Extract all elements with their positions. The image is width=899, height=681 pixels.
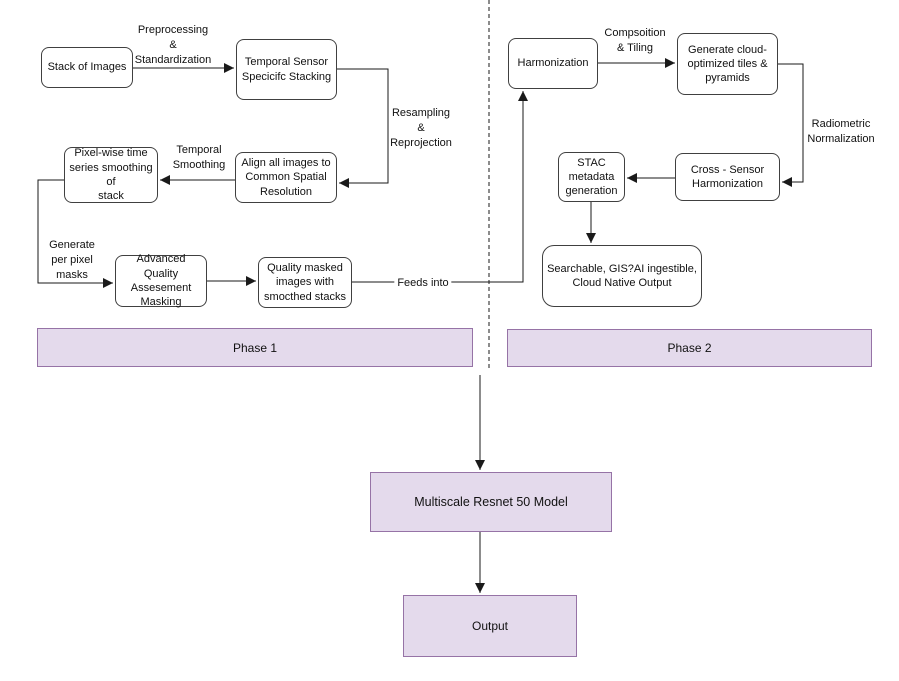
edge-label-preprocessing-standardization: Preprocessing & Standardization: [134, 24, 212, 66]
edge-label-feeds-into: Feeds into: [394, 276, 452, 291]
arrow-tiles-to-crosssensor: [778, 63, 804, 187]
edge-label-radiometric-normalization: Radiometric Normalization: [807, 118, 875, 145]
node-searchable-cloud-output: Searchable, GIS?AI ingestible, Cloud Nat…: [542, 245, 702, 307]
node-output: Output: [403, 595, 577, 657]
node-temporal-sensor-stacking: Temporal Sensor Specicifc Stacking: [236, 39, 337, 100]
node-harmonization: Harmonization: [508, 38, 598, 89]
node-cross-sensor-harmonization: Cross - Sensor Harmonization: [675, 153, 780, 201]
node-generate-cloud-tiles: Generate cloud- optimized tiles & pyrami…: [677, 33, 778, 95]
node-align-images: Align all images to Common Spatial Resol…: [235, 152, 337, 203]
node-multiscale-resnet-model: Multiscale Resnet 50 Model: [370, 472, 612, 532]
edge-label-composition-tiling: Compsoition & Tiling: [604, 27, 666, 54]
node-stac-metadata: STAC metadata generation: [558, 152, 625, 202]
arrow-pixelwise-to-advanced: [37, 179, 113, 288]
node-pixel-wise-smoothing: Pixel-wise time series smoothing of stac…: [64, 147, 158, 203]
phase1-bar: Phase 1: [37, 328, 473, 367]
arrow-temporal-to-align: [337, 68, 389, 188]
node-stack-of-images: Stack of Images: [41, 47, 133, 88]
node-quality-masked-images: Quality masked images with smocthed stac…: [258, 257, 352, 308]
node-advanced-quality-masking: Advanced Quality Assesement Masking: [115, 253, 207, 308]
phase2-bar: Phase 2: [507, 329, 872, 367]
edge-label-generate-per-pixel-masks: Generate per pixel masks: [49, 239, 95, 281]
edge-label-resampling-reprojection: Resampling & Reprojection: [390, 107, 452, 149]
edge-label-temporal-smoothing: Temporal Smoothing: [172, 144, 226, 171]
